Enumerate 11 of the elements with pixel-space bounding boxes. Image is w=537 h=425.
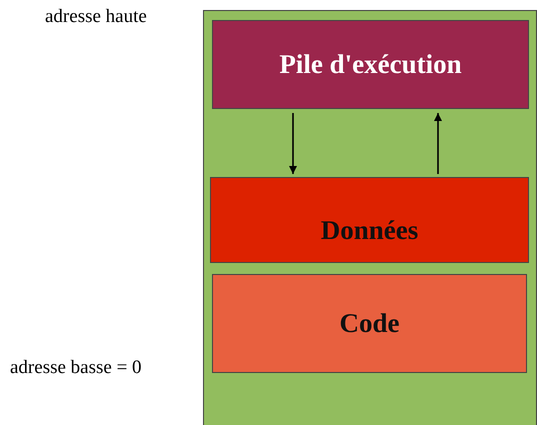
block-label: Données [320,214,418,246]
code-box [212,274,527,373]
data-box [210,177,529,263]
address-label: adresse haute [45,6,147,28]
arrow [289,113,297,174]
memory-block [203,10,537,425]
arrow [434,113,442,174]
stack-box [212,20,529,109]
address-label: adresse basse = 0 [10,357,142,379]
block-label: Code [340,308,400,339]
block-label: Pile d'exécution [279,49,462,80]
